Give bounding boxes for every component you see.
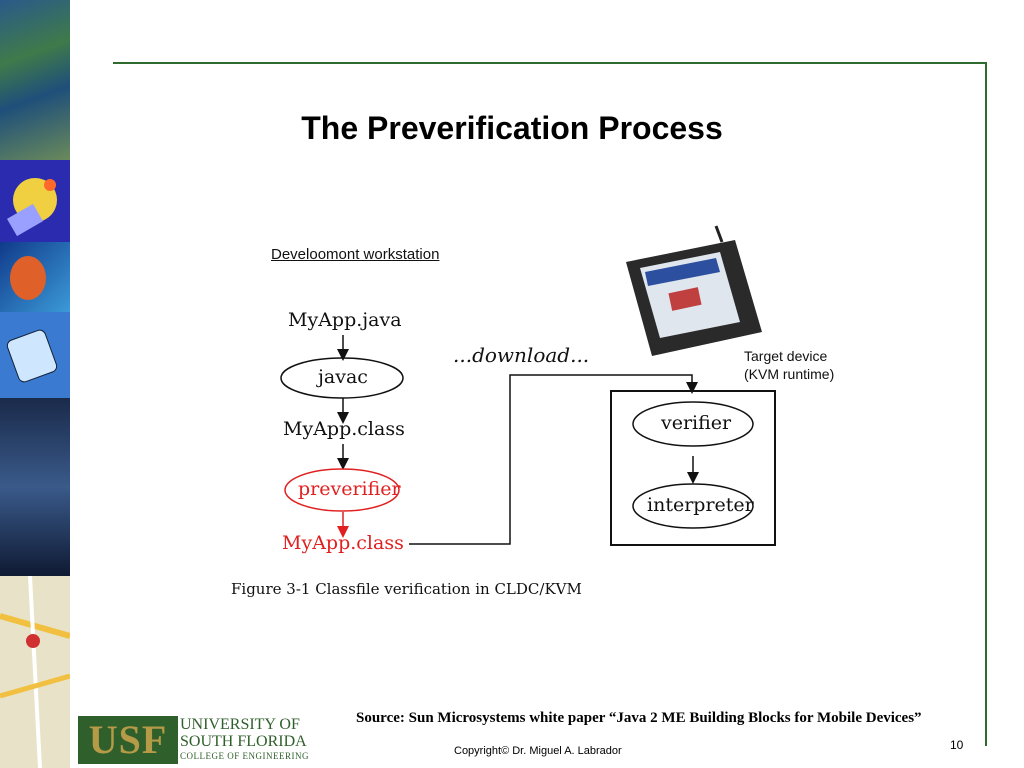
copyright-text: Copyright© Dr. Miguel A. Labrador xyxy=(454,745,622,757)
slide-title: The Preverification Process xyxy=(301,110,723,146)
target-device-label: Target device (KVM runtime) xyxy=(744,347,834,383)
satellite-map-image xyxy=(0,0,70,160)
javac-label: javac xyxy=(318,366,368,388)
satellite-clipart-image xyxy=(0,160,70,242)
download-label: ...download... xyxy=(453,343,590,367)
slide-frame-top-line xyxy=(113,62,987,64)
slide-frame-right-line xyxy=(985,62,987,746)
source-citation: Source: Sun Microsystems white paper “Ja… xyxy=(356,710,922,726)
preverified-class-label: MyApp.class xyxy=(282,532,404,554)
javac-ellipse xyxy=(280,357,404,399)
usf-logo-line2: SOUTH FLORIDA xyxy=(180,733,307,750)
usf-logo-text: UNIVERSITY OF SOUTH FLORIDA COLLEGE OF E… xyxy=(180,716,320,762)
myapp-java-label: MyApp.java xyxy=(288,309,402,331)
preverifier-label: preverifier xyxy=(298,478,401,500)
brain-image xyxy=(0,242,70,312)
highway-night-image xyxy=(0,398,70,576)
verifier-ellipse xyxy=(632,401,754,447)
download-connector xyxy=(409,374,698,545)
usf-logo-letters: USF xyxy=(88,717,168,762)
figure-caption: Figure 3-1 Classfile verification in CLD… xyxy=(231,580,582,598)
usf-logo-line1: UNIVERSITY OF xyxy=(180,716,300,733)
phone-clipart-image xyxy=(0,312,70,398)
verifier-label: verifier xyxy=(661,412,732,434)
target-device-label-line2: (KVM runtime) xyxy=(744,366,835,382)
interpreter-label: interpreter xyxy=(647,494,754,516)
target-device-label-line1: Target device xyxy=(744,348,828,364)
street-map-image xyxy=(0,576,70,768)
page-number: 10 xyxy=(950,738,964,752)
preverifier-ellipse xyxy=(284,468,400,512)
workstation-label: Develoomont workstation xyxy=(271,246,440,263)
usf-logo-line3: COLLEGE OF ENGINEERING xyxy=(180,751,309,761)
target-device-box xyxy=(610,390,776,546)
decorative-image-strip xyxy=(0,0,70,768)
pda-device-image xyxy=(626,225,762,356)
myapp-class-label: MyApp.class xyxy=(283,418,405,440)
usf-logo-letters-box: USF xyxy=(78,716,178,764)
interpreter-ellipse xyxy=(632,483,754,529)
